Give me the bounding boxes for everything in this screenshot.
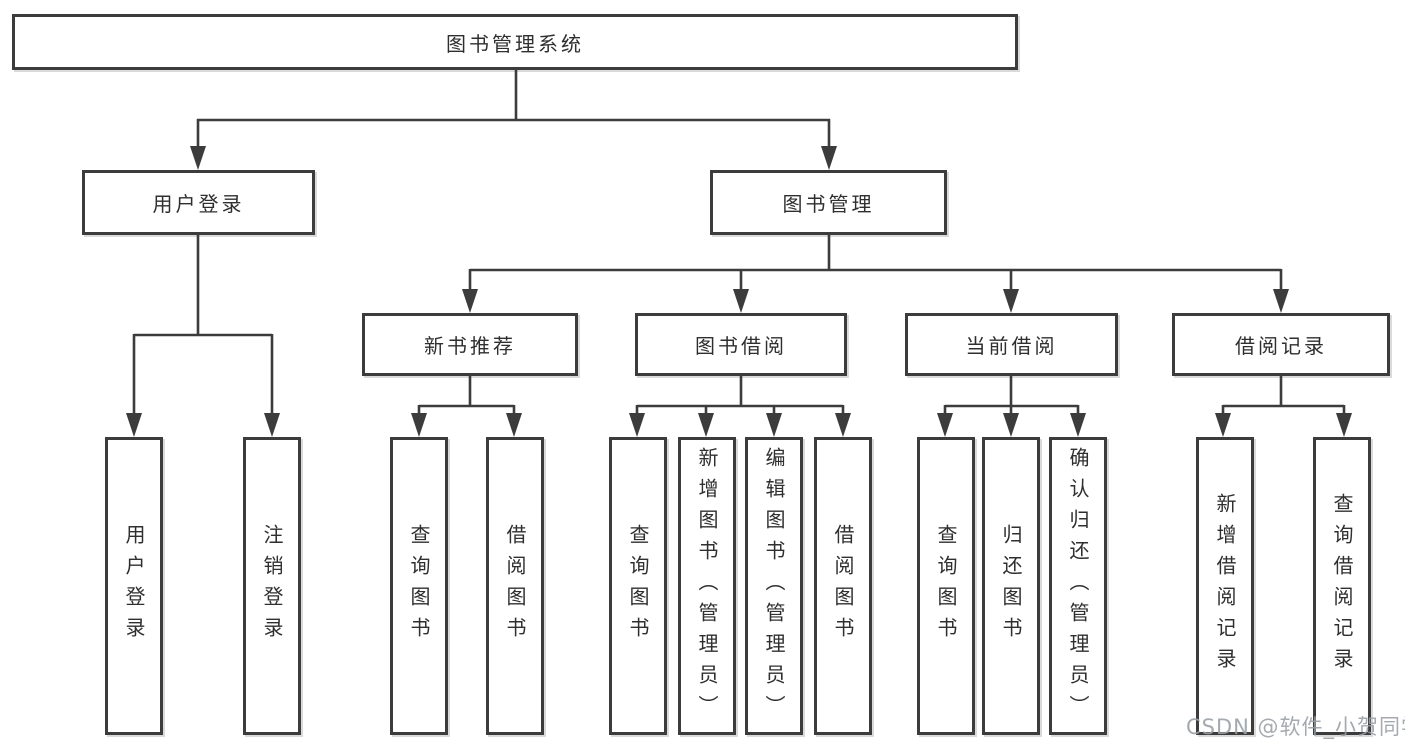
node-label: 归还图书: [999, 524, 1023, 648]
node-borrowing-records: 借阅记录: [1172, 313, 1390, 376]
node-label: 图书管理: [782, 192, 875, 216]
leaf-borrow-books-recommend: 借阅图书: [486, 437, 544, 735]
node-label: 查询图书: [626, 524, 650, 648]
node-label: 用户登录: [152, 192, 245, 216]
node-book-borrowing: 图书借阅: [635, 313, 847, 376]
leaf-add-borrow-record: 新增借阅记录: [1196, 437, 1254, 735]
node-book-management: 图书管理: [710, 170, 947, 235]
node-new-book-recommendation: 新书推荐: [362, 313, 578, 376]
node-label: 借阅图书: [503, 524, 527, 648]
node-label: 借阅图书: [831, 524, 855, 648]
node-label: 新增借阅记录: [1213, 493, 1237, 679]
leaf-query-books-current: 查询图书: [917, 437, 975, 735]
node-label: 查询图书: [407, 524, 431, 648]
leaf-confirm-return-admin: 确认归还（管理员）: [1049, 437, 1107, 735]
node-label: 新增图书（管理员）: [695, 446, 719, 726]
node-label: 用户登录: [122, 524, 146, 648]
node-current-borrowing: 当前借阅: [905, 313, 1118, 376]
leaf-query-books-recommend: 查询图书: [390, 437, 448, 735]
leaf-return-books: 归还图书: [982, 437, 1040, 735]
node-label: 借阅记录: [1235, 334, 1327, 358]
node-label: 图书借阅: [695, 334, 787, 358]
node-label: 当前借阅: [965, 334, 1058, 358]
node-label: 编辑图书（管理员）: [762, 446, 786, 726]
leaf-add-books-admin: 新增图书（管理员）: [678, 437, 736, 735]
node-label: 图书管理系统: [446, 31, 584, 56]
node-library-management-system: 图书管理系统: [12, 14, 1018, 70]
leaf-user-login: 用户登录: [105, 437, 163, 735]
leaf-query-books-borrow: 查询图书: [609, 437, 667, 735]
leaf-edit-books-admin: 编辑图书（管理员）: [745, 437, 803, 735]
node-label: 新书推荐: [424, 334, 516, 358]
node-label: 查询图书: [934, 524, 958, 648]
leaf-query-borrow-record: 查询借阅记录: [1313, 437, 1371, 735]
leaf-logout-login: 注销登录: [243, 437, 301, 735]
leaf-borrow-books: 借阅图书: [814, 437, 872, 735]
node-label: 注销登录: [260, 524, 284, 648]
node-user-login: 用户登录: [82, 170, 315, 235]
node-label: 确认归还（管理员）: [1066, 446, 1090, 726]
watermark: CSDN @软件_小贺同学: [1186, 715, 1405, 739]
node-label: 查询借阅记录: [1330, 493, 1354, 679]
